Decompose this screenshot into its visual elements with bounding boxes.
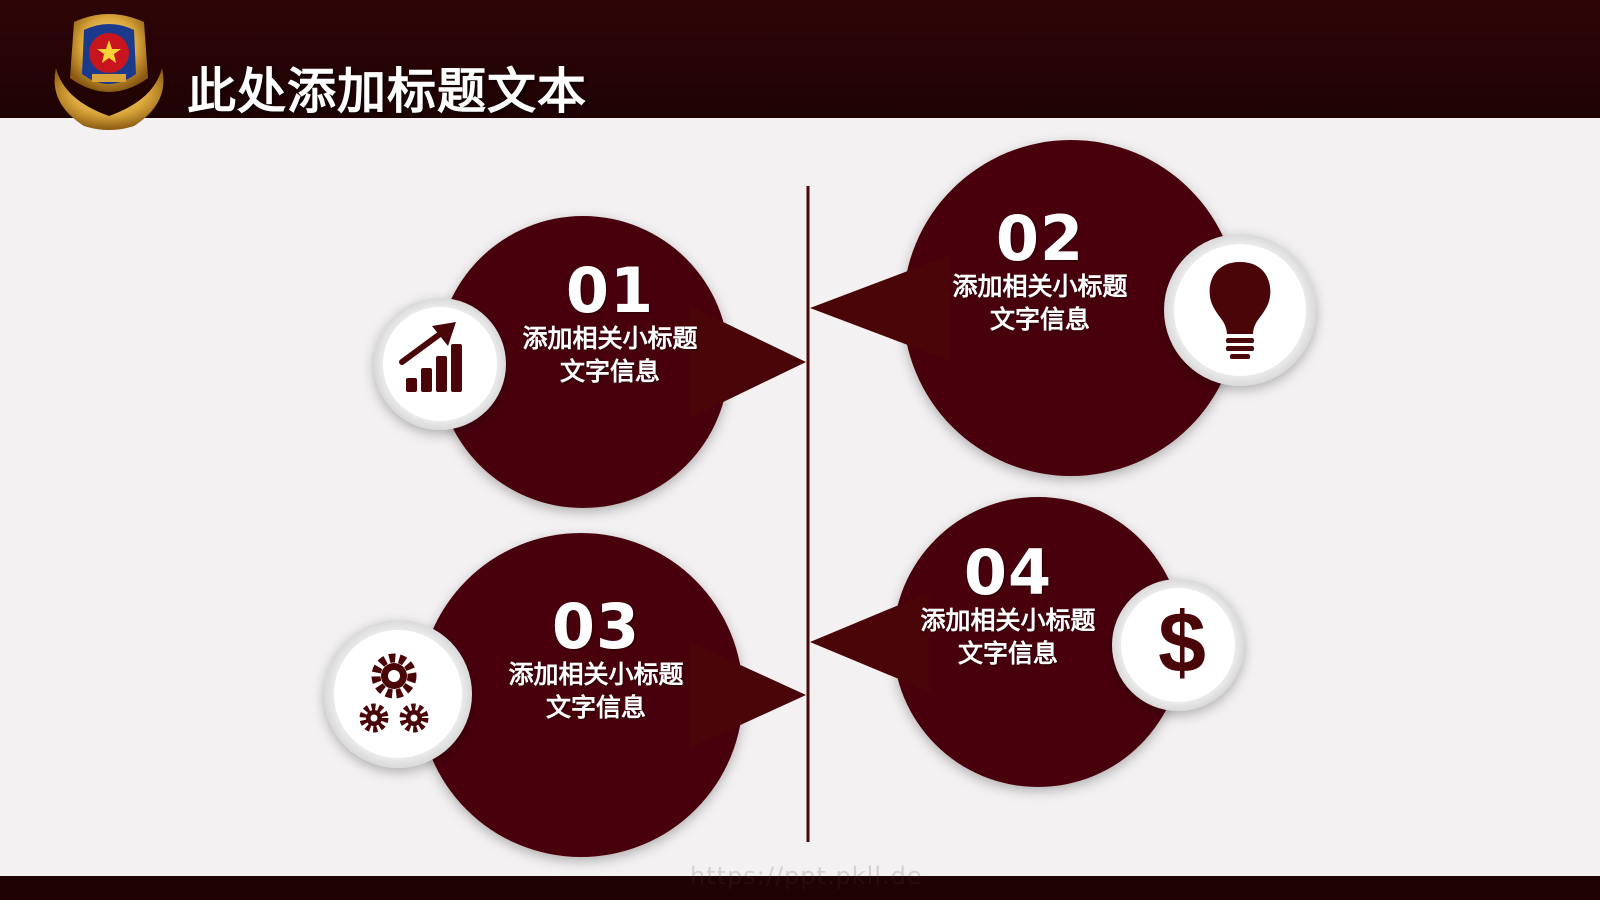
item-02-bubble (810, 140, 1239, 476)
gears-icon (359, 653, 429, 733)
item-04-text: 04 添加相关小标题 文字信息 (898, 542, 1118, 670)
footer-bar (0, 876, 1600, 900)
police-emblem-icon (54, 14, 164, 130)
page-title: 此处添加标题文本 (187, 63, 588, 120)
item-01-bubble (437, 216, 806, 508)
item-01-title: 添加相关小标题 (522, 324, 698, 353)
item-03-subtitle: 文字信息 (545, 693, 646, 722)
lightbulb-icon (1209, 262, 1271, 359)
growth-chart-icon (399, 322, 462, 392)
item-04-icon-disc (1112, 579, 1244, 711)
item-02-subtitle: 文字信息 (989, 305, 1090, 334)
item-03-number: 03 (551, 590, 641, 663)
item-02-title: 添加相关小标题 (952, 272, 1128, 301)
item-01-number: 01 (565, 254, 655, 327)
header-bar (0, 0, 1600, 118)
item-04-subtitle: 文字信息 (957, 639, 1058, 668)
item-04-bubble (810, 497, 1183, 787)
item-01-text: 01 添加相关小标题 文字信息 (500, 260, 720, 388)
watermark: https://ppt.pkll.de (690, 862, 923, 890)
item-01-subtitle: 文字信息 (559, 357, 660, 386)
item-02-text: 02 添加相关小标题 文字信息 (930, 208, 1150, 336)
svg-text:$: $ (1158, 595, 1206, 691)
item-04-number: 04 (963, 536, 1053, 609)
item-04-title: 添加相关小标题 (920, 606, 1096, 635)
item-03-text: 03 添加相关小标题 文字信息 (486, 596, 706, 724)
item-03-title: 添加相关小标题 (508, 660, 684, 689)
item-03-bubble (419, 533, 806, 857)
item-02-number: 02 (995, 202, 1085, 275)
dollar-icon: $ (1158, 595, 1206, 691)
